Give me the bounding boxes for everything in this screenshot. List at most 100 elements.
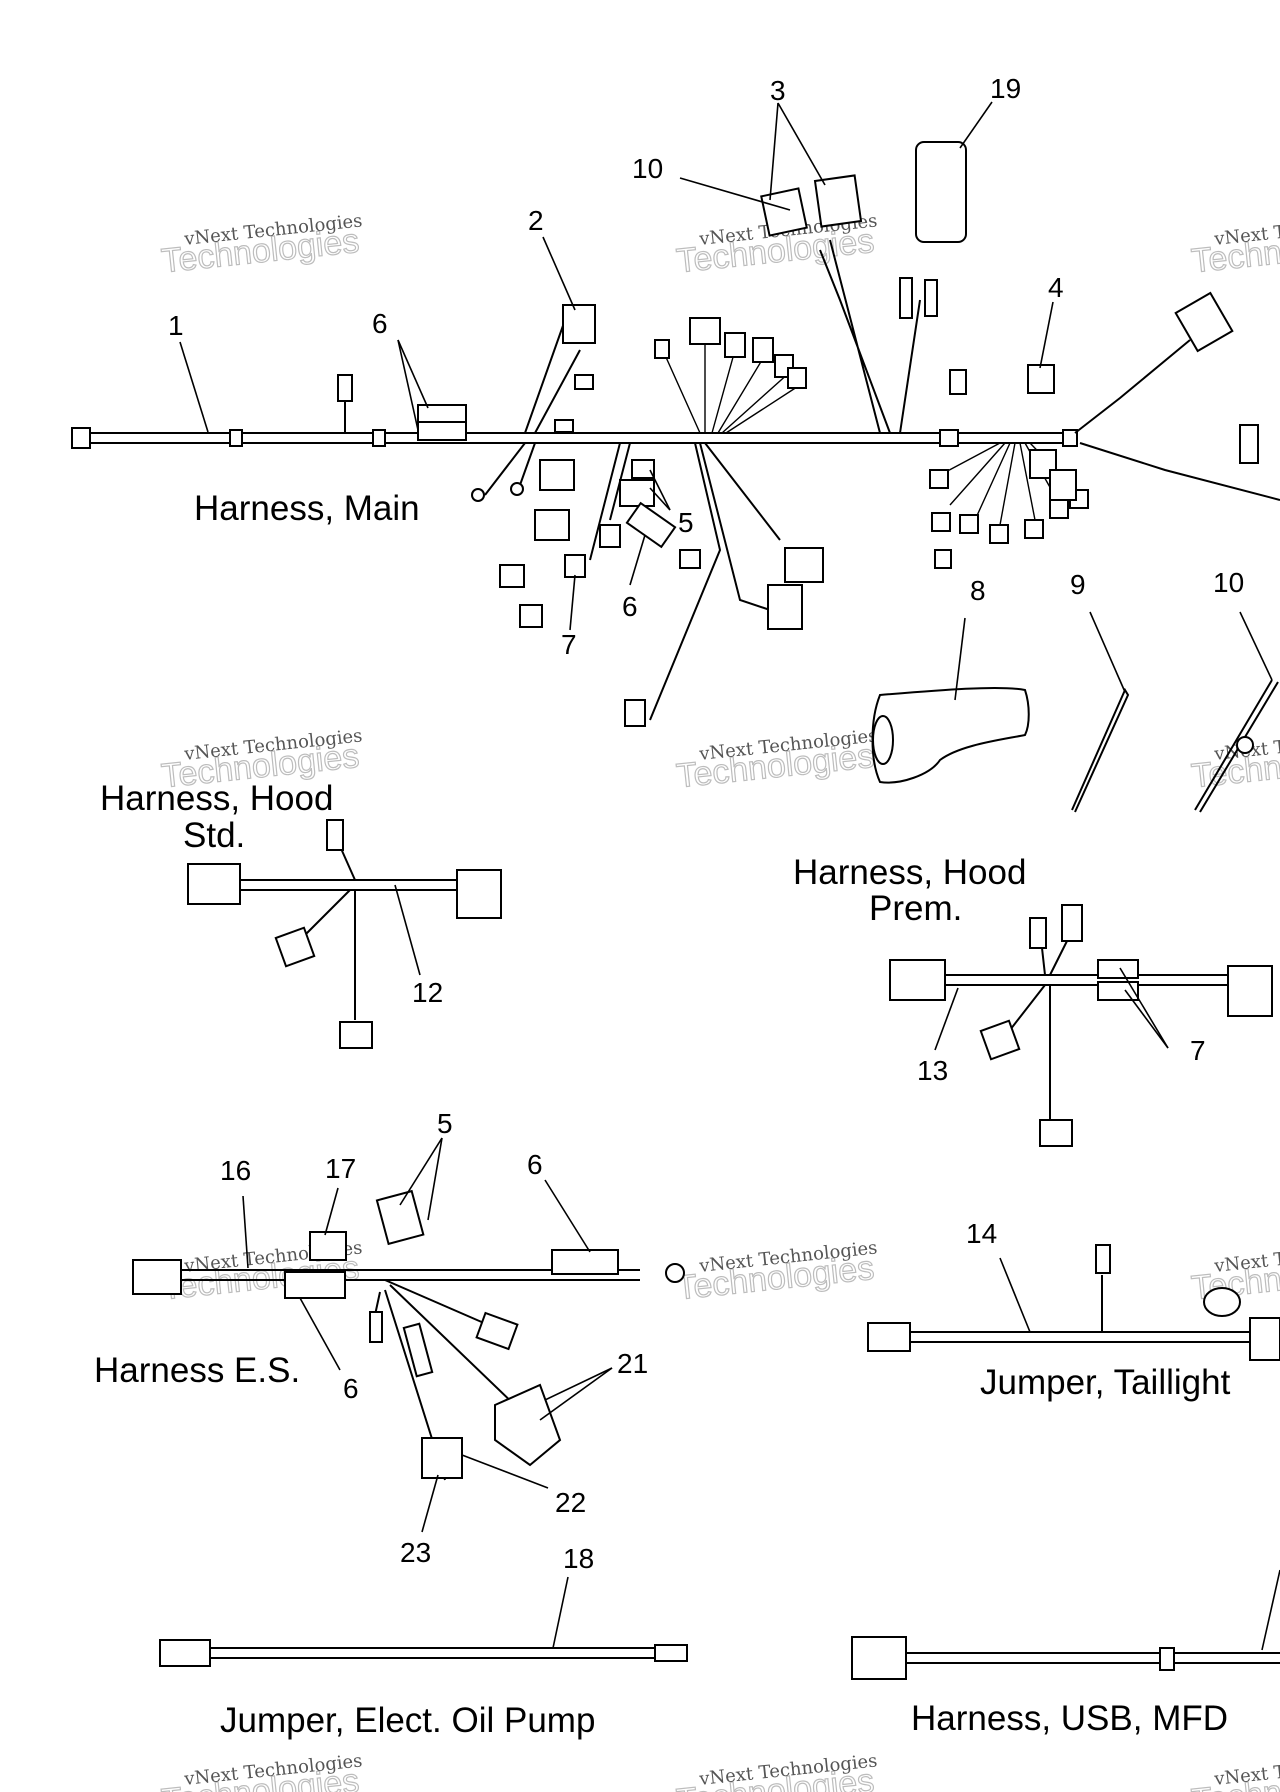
leader-18 (552, 1576, 569, 1649)
leader-4 (1039, 301, 1054, 369)
callout-6: 6 (622, 591, 638, 622)
caption-harness-hood-prem: Harness, Hood (793, 853, 1026, 892)
connector (1049, 469, 1077, 501)
connector (534, 509, 570, 541)
leader-10 (679, 177, 791, 211)
leader-22 (461, 1454, 549, 1489)
harness-main-assembly (71, 141, 1280, 727)
connector (724, 332, 746, 358)
harness-usb-mfd (851, 1636, 1280, 1680)
small-connector (631, 459, 655, 479)
leader-7 (1124, 989, 1169, 1049)
callout-12: 12 (412, 977, 443, 1008)
leader-5 (427, 1137, 443, 1221)
taillight-small-connector (1095, 1244, 1111, 1274)
caption-jumper-oil-pump: Jumper, Elect. Oil Pump (220, 1701, 595, 1740)
leader-10 (1239, 611, 1273, 681)
prem-round-connector (979, 1019, 1021, 1061)
connector (679, 549, 701, 569)
oil-pump-left-connector (159, 1639, 211, 1667)
leader-14 (999, 1257, 1031, 1333)
connector-6-es (284, 1271, 346, 1299)
oil-pump-right-connector (654, 1644, 688, 1662)
callout-7: 7 (561, 629, 577, 660)
jumper-oil-pump (159, 1639, 688, 1667)
connector-3-left (760, 187, 808, 237)
harness-es (132, 1189, 685, 1481)
main-clip (372, 429, 386, 447)
leader-5 (399, 1137, 443, 1206)
prem-trunk-wire (945, 974, 1230, 986)
callout-9: 9 (1070, 569, 1086, 600)
connector (689, 317, 721, 345)
watermark-text: vNext Technologies (1212, 210, 1280, 250)
main-trunk-wire (80, 432, 1075, 444)
callout-8: 8 (970, 575, 986, 606)
right-fan-wires (939, 442, 1081, 526)
jumper-taillight (867, 1244, 1280, 1361)
leader-lines (179, 101, 1280, 1651)
connector (949, 369, 967, 395)
es-left-connector (132, 1259, 182, 1295)
leader-21 (539, 1367, 613, 1421)
connector (624, 699, 646, 727)
callout-4: 4 (1048, 272, 1064, 303)
right-exit-wires (1074, 339, 1280, 501)
ring-terminal (471, 488, 485, 502)
connector (752, 337, 774, 363)
small-connector (554, 419, 574, 433)
caption-harness-usb-mfd: Harness, USB, MFD (911, 1699, 1228, 1738)
connector (1174, 291, 1234, 353)
caption-harness-hood-std: Harness, Hood (100, 779, 333, 818)
watermark: Technologies vNext Technologies (1189, 1750, 1280, 1792)
taillight-left-connector (867, 1322, 911, 1352)
caption-jumper-taillight: Jumper, Taillight (980, 1363, 1231, 1402)
watermark: Technologies vNext Technologies (674, 1750, 878, 1792)
caption-harness-es: Harness E.S. (94, 1351, 300, 1390)
callout-22: 22 (555, 1487, 586, 1518)
main-end-connector (71, 427, 91, 449)
connector (519, 604, 543, 628)
connector-5 (619, 479, 655, 507)
connector-2 (562, 304, 596, 344)
prem-terminal-block (1039, 1119, 1073, 1147)
std-small-connector (326, 819, 344, 851)
std-left-connector (187, 863, 241, 905)
callout-10: 10 (1213, 567, 1244, 598)
small-connector (924, 279, 938, 317)
caption-harness-main: Harness, Main (194, 489, 420, 528)
es-branch-wires (374, 1279, 521, 1481)
leader-6 (544, 1179, 591, 1253)
small-connector (337, 374, 353, 402)
leader-21 (544, 1367, 613, 1401)
leader-5 (649, 487, 671, 511)
leader-16 (242, 1195, 249, 1269)
callout-3: 3 (770, 75, 786, 106)
upper-fan-wires (664, 340, 801, 434)
ring-terminal (510, 482, 524, 496)
harness-hood-std (187, 819, 502, 1049)
leader-17 (324, 1187, 339, 1236)
watermark: Technologies vNext Technologies (159, 1750, 363, 1792)
connector-6-es-right (551, 1249, 619, 1275)
watermark: Technologies vNext Technologies (674, 1237, 878, 1308)
callout-6: 6 (527, 1149, 543, 1180)
leader-7 (1119, 967, 1169, 1049)
es-connector (475, 1311, 519, 1351)
std-terminal-block (339, 1021, 373, 1049)
prem-small-connector (1061, 904, 1083, 942)
leader-6 (397, 339, 429, 409)
connector (959, 514, 979, 534)
connector-21 (494, 1383, 562, 1467)
leader-usb (1261, 1569, 1280, 1651)
connector (767, 584, 803, 630)
es-ring-terminal (665, 1263, 685, 1283)
connector (931, 512, 951, 532)
taillight-right-connector (1249, 1317, 1280, 1361)
callout-5: 5 (437, 1108, 453, 1139)
callout-1: 1 (168, 310, 184, 341)
watermark-text: vNext Technologies (1212, 1237, 1280, 1277)
connector (599, 524, 621, 548)
std-branch-wires (299, 834, 356, 1020)
